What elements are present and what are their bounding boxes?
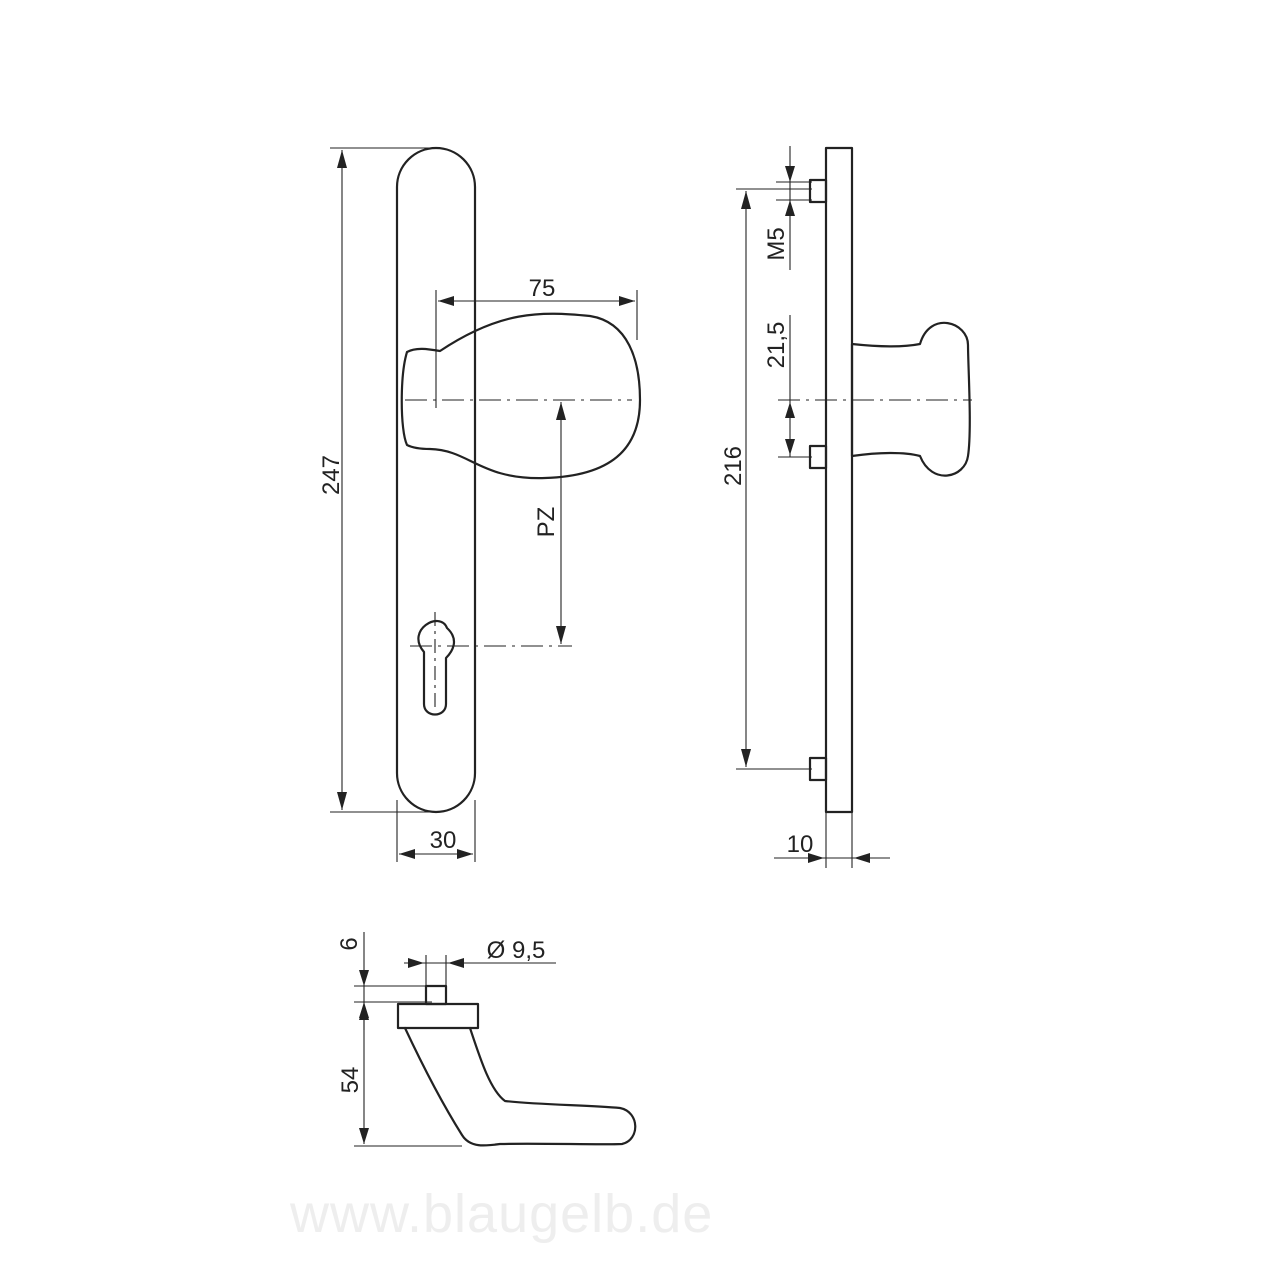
cylinder-keyhole bbox=[417, 619, 456, 716]
screw-boss-top bbox=[808, 178, 828, 204]
arrow-6-top bbox=[359, 970, 369, 986]
arrow-216-bottom bbox=[741, 749, 751, 767]
arrow-pz-top bbox=[556, 402, 566, 420]
arrow-54-bottom bbox=[359, 1128, 369, 1144]
dim-label-54: 54 bbox=[337, 1067, 364, 1094]
arrow-30-right bbox=[457, 849, 473, 859]
arrow-75-left bbox=[438, 296, 454, 306]
front-view: 247 30 75 PZ bbox=[318, 146, 642, 862]
dim-label-pz: PZ bbox=[533, 507, 560, 538]
arrow-54-top bbox=[359, 1004, 369, 1020]
dim-label-75: 75 bbox=[529, 275, 556, 302]
arrow-247-bottom bbox=[337, 792, 347, 810]
screw-boss-middle bbox=[808, 444, 828, 470]
dim-label-30: 30 bbox=[430, 827, 457, 854]
watermark: www.blaugelb.de bbox=[289, 1184, 713, 1244]
lever-view: 6 54 Ø 9,5 bbox=[336, 932, 637, 1147]
arrow-21-5-top bbox=[785, 402, 795, 418]
back-plate-outline bbox=[395, 146, 477, 814]
arrow-216-top bbox=[741, 191, 751, 209]
arrow-pz-bottom bbox=[556, 626, 566, 644]
dim-label-247: 247 bbox=[318, 455, 345, 495]
arrow-75-right bbox=[619, 296, 635, 306]
dim-label-m5: M5 bbox=[763, 227, 790, 260]
lever-pin bbox=[424, 984, 448, 1006]
screw-boss-bottom bbox=[808, 756, 828, 782]
side-plate-outline bbox=[824, 146, 854, 814]
side-view: 216 M5 21,5 10 bbox=[720, 146, 972, 868]
dim-label-21-5: 21,5 bbox=[763, 322, 790, 369]
arrow-10-right bbox=[854, 853, 870, 863]
dim-label-6: 6 bbox=[336, 937, 363, 950]
arrow-d-right bbox=[448, 958, 464, 968]
lever-body bbox=[403, 1026, 637, 1147]
knob-outline bbox=[400, 312, 642, 480]
arrow-m5-top bbox=[785, 166, 795, 182]
arrow-21-5-bottom bbox=[785, 439, 795, 455]
dim-label-216: 216 bbox=[720, 446, 747, 486]
dim-label-10: 10 bbox=[787, 831, 814, 858]
side-knob-outline bbox=[850, 321, 971, 477]
arrow-10-left bbox=[808, 853, 824, 863]
arrow-m5-bottom bbox=[785, 200, 795, 216]
lever-rosette bbox=[396, 1002, 480, 1030]
arrow-d-left bbox=[408, 958, 424, 968]
dim-label-diameter: Ø 9,5 bbox=[487, 937, 546, 964]
arrow-247-top bbox=[337, 150, 347, 168]
arrow-30-left bbox=[399, 849, 415, 859]
